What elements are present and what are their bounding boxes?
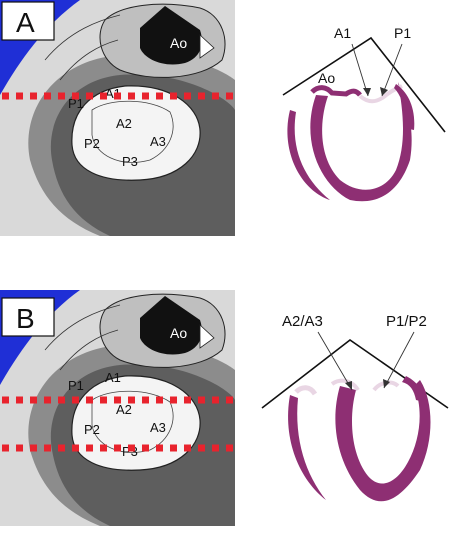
mitral-leaflet-line [91,100,174,163]
aortic-root-echo [310,85,362,97]
aortic-valve [140,6,202,65]
myocardium-right-top [394,84,415,130]
anterior-leaflet-echo [330,378,360,392]
panel-a-svg: A Ao A1 P1 A2 A3 P2 P3 A1 P1 Ao [0,0,446,237]
panel-letter: A [16,7,35,38]
arrow-right [381,43,403,97]
contour-line [44,14,121,61]
arrow-left [317,331,353,391]
panel-letter-box [1,297,55,337]
panel-a: A Ao A1 P1 A2 A3 P2 P3 A1 P1 Ao [0,0,457,245]
echo-label-right: P1/P2 [386,313,427,330]
label-p2: P2 [84,422,100,437]
heart-cross-section-b: B Ao A1 P1 A2 A3 P2 P3 [0,290,235,526]
label-a3: A3 [150,134,166,149]
myocardium-right-top [402,376,424,402]
myocardium-left-thin [287,110,330,200]
label-a3: A3 [150,420,166,435]
contour-line [59,39,119,81]
label-p1: P1 [68,378,84,393]
aortic-leaflet [199,324,215,349]
label-ao: Ao [170,35,187,51]
contour-line [59,329,119,371]
panel-letter-box [1,1,55,41]
aortic-valve [140,296,202,355]
arrow-right-head [383,379,390,388]
myocardium-left-thin [288,395,326,500]
label-p3: P3 [122,154,138,169]
panel-b-svg: B Ao A1 P1 A2 A3 P2 P3 A2/A3 P1/P2 [0,290,449,526]
contour-line [44,304,121,351]
arrow-left [351,43,369,97]
arrow-left-head [345,381,352,390]
label-ao: Ao [170,325,187,341]
myocardium-main [335,380,431,502]
label-a2: A2 [116,402,132,417]
label-a2: A2 [116,116,132,131]
aortic-leaflet [199,34,215,59]
panel-b: B Ao A1 P1 A2 A3 P2 P3 A2/A3 P1/P2 [0,290,457,535]
myocardium-main [310,82,412,202]
heart-cross-section-a: A Ao A1 P1 A2 A3 P2 P3 [0,0,235,237]
echo-label-ao: Ao [318,70,335,86]
echo-view-b: A2/A3 P1/P2 [261,313,449,502]
label-p1: P1 [68,96,84,111]
arrow-left-head [363,88,371,96]
echo-view-a: A1 P1 Ao [282,25,446,202]
label-a1: A1 [105,370,121,385]
echo-label-left: A1 [334,25,351,41]
valve-left-echo [294,385,318,396]
arrow-right-head [380,87,388,96]
sector-outline [282,36,446,133]
echo-label-right: P1 [394,25,411,41]
label-p2: P2 [84,136,100,151]
panel-letter: B [16,303,35,334]
mitral-annulus [71,85,201,181]
arrow-right [383,331,415,389]
echo-label-left: A2/A3 [282,313,323,330]
